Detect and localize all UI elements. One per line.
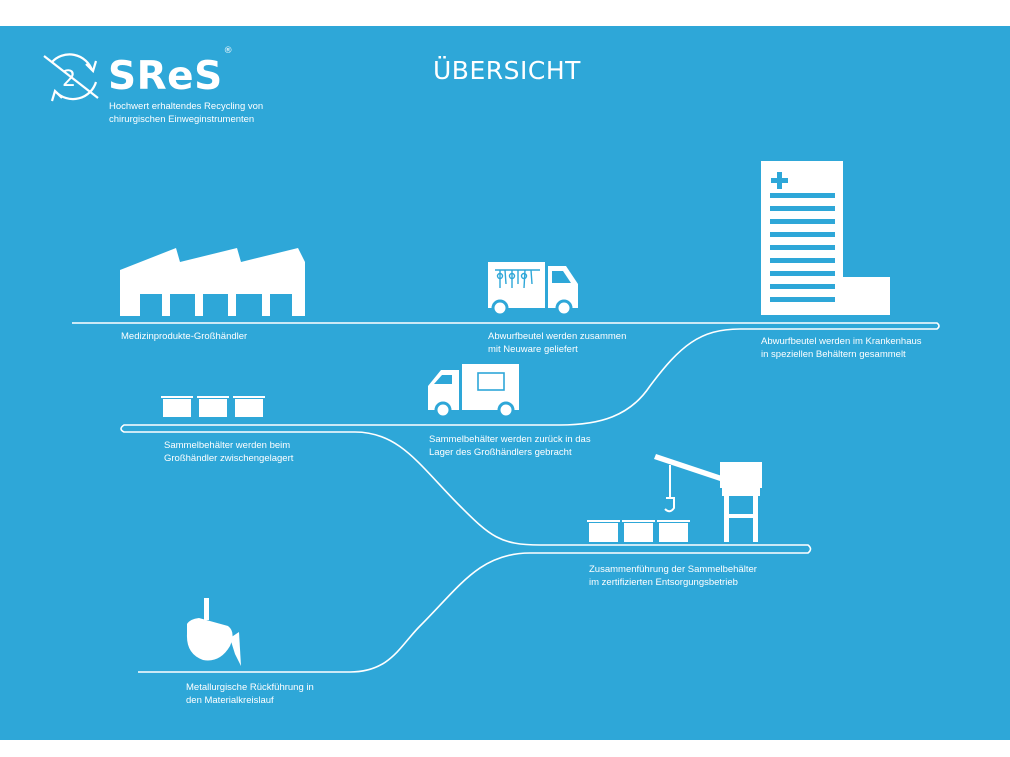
caption-line: Abwurfbeutel werden zusammen <box>488 331 627 342</box>
caption-line: im zertifizierten Entsorgungsbetrieb <box>589 576 738 588</box>
melting-ladle-icon <box>186 598 241 666</box>
flow-lines <box>72 322 940 673</box>
caption-line: Zusammenführung der Sammelbehälter <box>589 564 757 575</box>
crane-icon <box>654 454 762 542</box>
hospital-icon <box>761 161 890 315</box>
overview-panel: 2 <box>0 26 1010 740</box>
caption-line: in speziellen Behältern gesammelt <box>761 348 906 360</box>
tagline-line-1: Hochwert erhaltendes Recycling von <box>109 101 264 112</box>
caption-line: Medizinprodukte-Großhändler <box>121 331 248 342</box>
tagline-line-2: chirurgischen Einweginstrumenten <box>109 114 255 125</box>
flow-line-delivery <box>72 322 940 673</box>
caption-line: mit Neuware geliefert <box>488 343 578 355</box>
caption-line: Metallurgische Rückführung in <box>186 682 314 693</box>
collection-bins-icon <box>161 396 265 417</box>
process-flow-diagram: 2 <box>43 53 940 673</box>
caption-wholesaler: Medizinprodukte-Großhändler <box>121 331 247 344</box>
caption-line: Großhändler zwischengelagert <box>164 452 294 464</box>
return-truck-icon <box>428 364 519 419</box>
registered-mark: ® <box>223 46 234 56</box>
caption-storage: Sammelbehälter werden beim Großhändler z… <box>164 440 293 465</box>
caption-line: den Materialkreislauf <box>186 694 274 706</box>
svg-text:2: 2 <box>62 67 76 92</box>
caption-line: Abwurfbeutel werden im Krankenhaus <box>761 336 922 347</box>
caption-disposal: Zusammenführung der Sammelbehälter im ze… <box>589 564 757 589</box>
caption-hospital: Abwurfbeutel werden im Krankenhaus in sp… <box>761 336 922 361</box>
caption-metallurgy: Metallurgische Rückführung in den Materi… <box>186 682 314 707</box>
page-title: ÜBERSICHT <box>433 56 581 85</box>
delivery-truck-icon <box>488 262 578 317</box>
caption-delivery: Abwurfbeutel werden zusammen mit Neuware… <box>488 331 626 356</box>
caption-line: Sammelbehälter werden zurück in das <box>429 434 591 445</box>
caption-line: Lager des Großhändlers gebracht <box>429 446 572 458</box>
factory-icon <box>120 248 305 316</box>
bins-at-facility-icon <box>587 520 690 542</box>
brand-name: SReS® <box>108 46 234 99</box>
brand-tagline: Hochwert erhaltendes Recycling von chiru… <box>109 100 263 126</box>
caption-line: Sammelbehälter werden beim <box>164 440 291 451</box>
recycle-logo-icon: 2 <box>43 53 99 102</box>
caption-return-transport: Sammelbehälter werden zurück in das Lage… <box>429 434 591 459</box>
